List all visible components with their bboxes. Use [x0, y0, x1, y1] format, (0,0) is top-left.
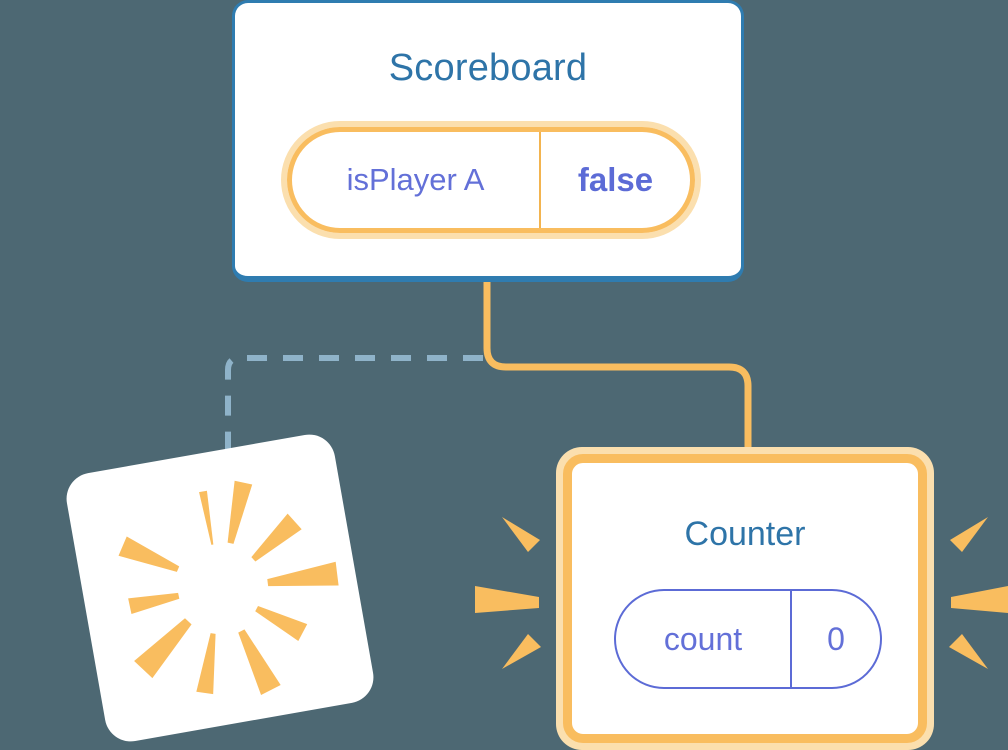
counter-state-key: count — [663, 620, 743, 657]
scoreboard-state-pill-inner: isPlayer A false — [287, 127, 695, 233]
burst-ray-counter-left — [502, 634, 541, 669]
burst-ray — [196, 633, 216, 695]
burst-ray — [267, 561, 339, 587]
burst-ray — [251, 513, 302, 562]
burst-ray — [134, 618, 192, 679]
scoreboard-state-value: false — [577, 161, 654, 198]
burst-ray-counter-right — [949, 634, 988, 669]
burst-ray — [255, 605, 308, 641]
counter-card-inner: Counter count 0 — [563, 454, 927, 743]
scoreboard-pill-divider — [539, 132, 541, 228]
counter-title: Counter — [684, 515, 806, 553]
counter-state-pill[interactable]: count 0 — [614, 589, 882, 689]
burst-ray-counter-right — [950, 517, 988, 552]
scoreboard-card[interactable]: Scoreboard isPlayer A false — [232, 0, 744, 282]
burst-ray — [128, 592, 180, 614]
counter-card[interactable]: Counter count 0 — [556, 447, 934, 750]
burst-ray — [199, 490, 214, 545]
burst-ray — [238, 629, 281, 696]
counter-pill-divider — [790, 591, 792, 687]
ghost-card[interactable] — [62, 430, 378, 746]
connector-dashed-to-ghost-card — [225, 355, 483, 478]
counter-state-value: 0 — [827, 620, 845, 657]
scoreboard-title: Scoreboard — [388, 47, 588, 89]
burst-rays-ghost-card — [118, 480, 339, 696]
burst-ray-counter-left — [502, 517, 540, 552]
burst-ray — [118, 536, 180, 572]
connector-solid-to-counter — [483, 278, 752, 460]
burst-ray-counter-left — [475, 586, 539, 613]
burst-ray — [227, 480, 253, 544]
scoreboard-state-pill[interactable]: isPlayer A false — [281, 121, 701, 239]
scoreboard-state-key: isPlayer A — [346, 162, 485, 197]
burst-ray-counter-right — [951, 586, 1008, 613]
